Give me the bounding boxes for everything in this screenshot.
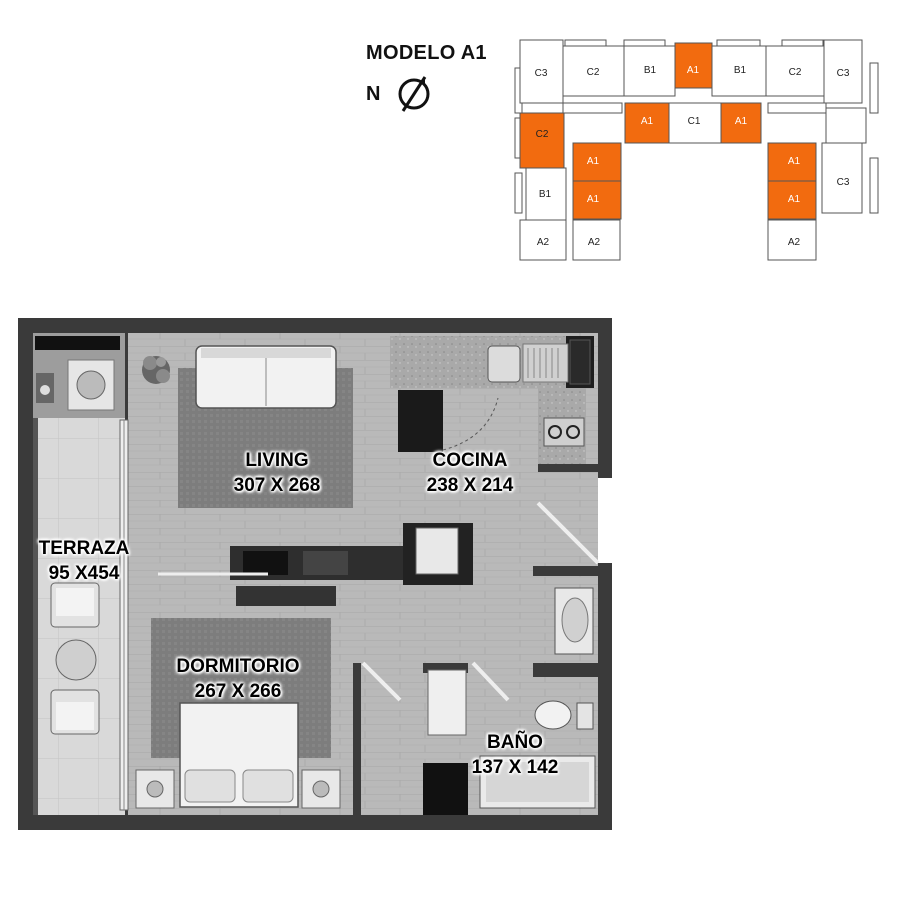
unit-label: A2: [788, 237, 801, 248]
closet: [427, 669, 467, 736]
interior-wall: [598, 478, 612, 563]
unit-label: B1: [539, 189, 552, 200]
room-name: COCINA: [432, 450, 508, 471]
north-label: N: [366, 83, 381, 105]
unit-label: C2: [587, 67, 600, 78]
unit-label: C1: [688, 116, 701, 127]
kitchen-sink: [487, 345, 521, 383]
unit-cell: [767, 219, 817, 261]
fridge: [569, 339, 591, 385]
room-name: DORMITORIO: [176, 656, 300, 677]
unit-cell: [525, 167, 567, 221]
model-title: MODELO A1: [366, 42, 487, 64]
toilet: [534, 700, 572, 730]
unit-label: A1: [587, 156, 600, 167]
laundry-shelf: [35, 336, 120, 350]
room-size: 137 X 142: [471, 757, 559, 778]
room-label-living: LIVING 307 X 268: [222, 448, 332, 498]
floor-plan: [18, 318, 612, 830]
unit-label: A2: [588, 237, 601, 248]
unit-label: A1: [788, 194, 801, 205]
room-size: 95 X454: [48, 563, 120, 584]
room-label-dormitorio: DORMITORIO 267 X 266: [168, 654, 308, 704]
room-label-terraza: TERRAZA 95 X454: [28, 536, 140, 586]
cooktop: [543, 417, 585, 447]
unit-label: C2: [789, 67, 802, 78]
kitchen-tall-cabinet: [398, 390, 443, 452]
unit-cell: [519, 39, 564, 104]
unit-cell: [720, 102, 762, 144]
unit-label: A1: [788, 156, 801, 167]
unit-cell: [572, 219, 621, 261]
unit-label: C3: [535, 68, 548, 79]
room-name: BAÑO: [487, 732, 543, 753]
building-key-plan: C3 C2 B1 A1 B1 C2 C3 A1 C1 A1 A1 C2 A1 A…: [514, 39, 879, 261]
unit-cell: [823, 39, 863, 104]
unit-label: A1: [641, 116, 654, 127]
compass-icon: [398, 76, 430, 112]
unit-label: A2: [537, 237, 550, 248]
room-size: 267 X 266: [194, 681, 282, 702]
room-name: TERRAZA: [38, 538, 130, 559]
interior-wall: [423, 663, 468, 673]
unit-cell: [825, 107, 867, 144]
unit-label: B1: [644, 65, 657, 76]
room-label-cocina: COCINA 238 X 214: [415, 448, 525, 498]
unit-label: A1: [687, 65, 700, 76]
unit-label: A1: [840, 119, 853, 130]
unit-cell: [519, 112, 565, 169]
room-size: 307 X 268: [233, 475, 321, 496]
terrace-table: [55, 639, 97, 681]
unit-cell: [519, 219, 567, 261]
unit-cell: [624, 102, 670, 144]
unit-cell: [572, 180, 622, 220]
interior-wall: [538, 464, 598, 472]
bath-wall-block: [423, 763, 468, 815]
room-name: LIVING: [245, 450, 309, 471]
room-size: 238 X 214: [426, 475, 514, 496]
interior-wall: [353, 663, 361, 815]
plant-icon: [142, 356, 170, 384]
key-plan-units: [519, 39, 867, 261]
unit-label: A1: [735, 116, 748, 127]
unit-label: C2: [536, 129, 549, 140]
terrace-railing: [33, 418, 38, 815]
unit-cell: [668, 102, 722, 144]
room-label-bano: BAÑO 137 X 142: [460, 730, 570, 780]
unit-cell: [767, 180, 817, 220]
interior-wall: [533, 566, 603, 576]
unit-cell: [821, 142, 863, 214]
unit-label: C3: [837, 68, 850, 79]
interior-wall: [533, 663, 612, 677]
unit-cell: [562, 45, 625, 97]
unit-label: A1: [587, 194, 600, 205]
tv-console: [236, 586, 336, 606]
dining-chair: [415, 527, 459, 575]
unit-label: B1: [734, 65, 747, 76]
unit-label: C3: [837, 177, 850, 188]
unit-cell: [623, 45, 676, 97]
